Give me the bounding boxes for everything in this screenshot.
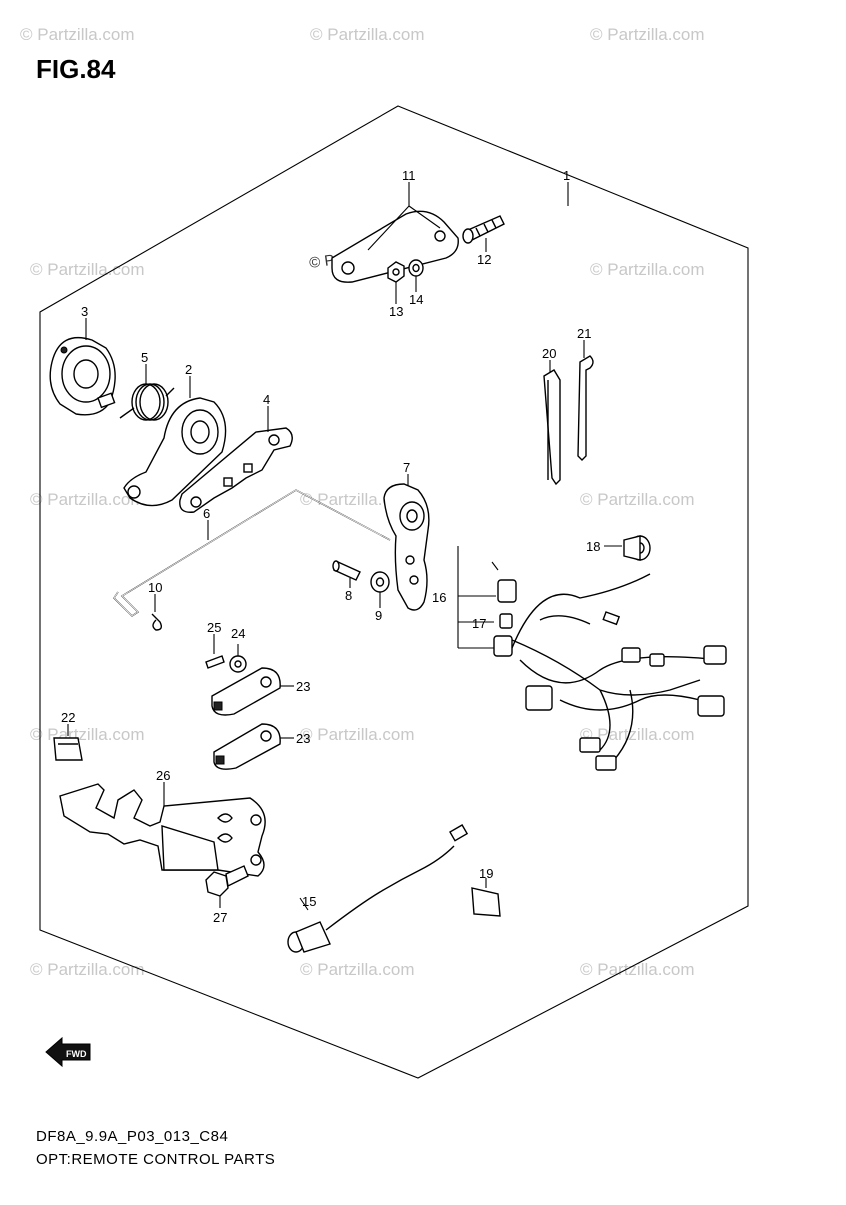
callout-10: 10 xyxy=(148,580,162,595)
figure-title: FIG.84 xyxy=(36,54,116,84)
part-7-link-arm xyxy=(383,474,430,611)
callout-12: 12 xyxy=(477,252,491,267)
callout-23b: 23 xyxy=(296,731,310,746)
callout-2: 2 xyxy=(185,362,192,377)
callout-3: 3 xyxy=(81,304,88,319)
callout-17: 17 xyxy=(472,616,486,631)
callout-19: 19 xyxy=(479,866,493,881)
part-19-pad xyxy=(471,878,501,917)
watermark-text: © Partzilla.com xyxy=(30,490,145,509)
callout-26: 26 xyxy=(156,768,170,783)
part-21-clamp xyxy=(577,340,594,461)
callout-numbers: 1 2 3 4 5 6 7 8 9 10 11 12 13 14 15 16 1… xyxy=(61,168,600,925)
part-6-rod xyxy=(113,489,391,617)
watermark-text: © Partzilla.com xyxy=(590,25,705,44)
part-11-bracket xyxy=(331,182,459,283)
watermark-text: © Partzilla.com xyxy=(20,25,135,44)
callout-25: 25 xyxy=(207,620,221,635)
footer-code: DF8A_9.9A_P03_013_C84 xyxy=(36,1128,229,1145)
part-12-stud xyxy=(462,215,505,252)
watermark-text: © Partzilla.com xyxy=(580,490,695,509)
callout-15: 15 xyxy=(302,894,316,909)
part-13-nut xyxy=(387,261,405,304)
callout-20: 20 xyxy=(542,346,556,361)
callout-6: 6 xyxy=(203,506,210,521)
callout-7: 7 xyxy=(403,460,410,475)
part-18-grommet xyxy=(604,535,651,561)
part-3-cam-drum xyxy=(49,318,116,416)
callout-5: 5 xyxy=(141,350,148,365)
part-26-mount-bracket xyxy=(59,782,266,877)
watermark-text: © Partzilla.com xyxy=(300,725,415,744)
part-9-washer xyxy=(370,571,390,608)
callout-18: 18 xyxy=(586,539,600,554)
callout-11: 11 xyxy=(402,168,416,183)
part-16-harness xyxy=(457,546,727,771)
callout-16: 16 xyxy=(432,590,446,605)
part-2-throttle-arm xyxy=(123,376,227,507)
part-23-arm-b xyxy=(213,723,294,770)
part-5-spring xyxy=(119,364,175,421)
part-14-washer xyxy=(408,259,424,292)
part-23-arm-a xyxy=(211,667,294,716)
callout-22: 22 xyxy=(61,710,75,725)
part-24-washer xyxy=(229,644,247,673)
callout-21: 21 xyxy=(577,326,591,341)
watermark-text: © Partzilla.com xyxy=(30,725,145,744)
kit-boundary-hexagon xyxy=(39,105,749,1079)
part-10-clip xyxy=(151,594,163,631)
callout-23a: 23 xyxy=(296,679,310,694)
part-4-lever-plate xyxy=(179,406,293,513)
leader-lines xyxy=(491,182,569,571)
watermark-text: © Partzilla.com xyxy=(310,25,425,44)
watermark-text: © Partzilla.com xyxy=(30,960,145,979)
watermark-text: © Partzilla.com xyxy=(580,725,695,744)
part-20-cable-tie xyxy=(543,360,561,486)
callout-1: 1 xyxy=(563,168,570,183)
callout-27: 27 xyxy=(213,910,227,925)
callout-9: 9 xyxy=(375,608,382,623)
watermark-text: © Partzilla.com xyxy=(300,960,415,979)
watermark-text: © Partzilla.com xyxy=(580,960,695,979)
fwd-label: FWD xyxy=(66,1049,87,1059)
callout-24: 24 xyxy=(231,626,245,641)
fwd-arrow-icon: FWD xyxy=(45,1036,91,1068)
callout-13: 13 xyxy=(389,304,403,319)
callout-4: 4 xyxy=(263,392,270,407)
part-25-screw xyxy=(205,634,225,669)
part-8-pin xyxy=(332,560,361,588)
callout-14: 14 xyxy=(409,292,423,307)
part-22-pad xyxy=(53,724,83,761)
part-27-bolt xyxy=(205,865,249,908)
watermark-text: © Partzilla.com xyxy=(590,260,705,279)
watermark-text: © Partzilla.com xyxy=(30,260,145,279)
footer-caption: OPT:REMOTE CONTROL PARTS xyxy=(36,1151,276,1168)
callout-8: 8 xyxy=(345,588,352,603)
part-15-switch-cable xyxy=(287,824,469,953)
